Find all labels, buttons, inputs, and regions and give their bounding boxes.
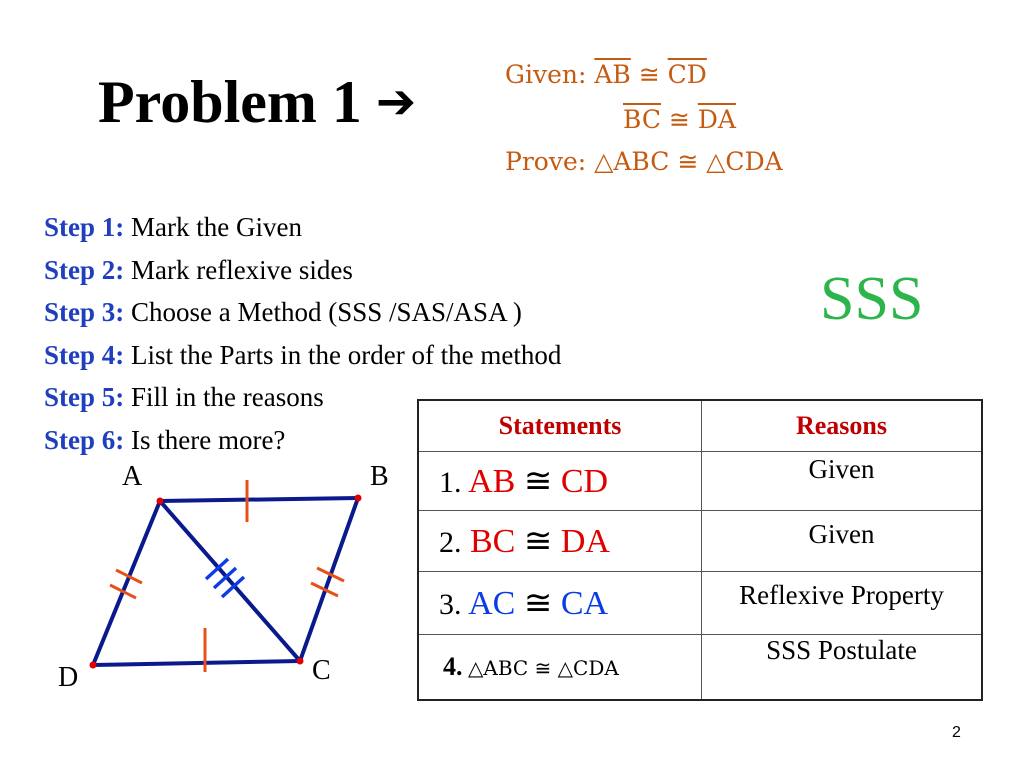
table-row: 1. AB ≅ CD Given: [417, 451, 983, 511]
method-label: SSS: [820, 265, 924, 333]
statement-cell: 2. BC ≅ DA: [417, 510, 702, 572]
label-a: A: [122, 461, 143, 492]
statement-cell: 3. AC ≅ CA: [417, 571, 702, 635]
statement-cell: 4. △ABC ≅ △CDA: [417, 634, 702, 701]
reason-cell: Given: [701, 510, 983, 572]
given-seg-bc: BC: [623, 105, 661, 134]
step-4: Step 4: List the Parts in the order of t…: [44, 339, 562, 370]
given-seg-da: DA: [697, 105, 736, 134]
tick-mark-ac-2: [212, 566, 238, 590]
vertex-c: [296, 657, 304, 665]
tick-mark-da-1: [109, 583, 137, 600]
table-header-row: Statements Reasons: [417, 399, 983, 452]
tick-mark-ac-1: [204, 557, 230, 581]
table-row: 3. AC ≅ CA Reflexive Property: [417, 571, 983, 635]
tick-mark-bc-1: [310, 581, 339, 598]
vertex-d: [89, 661, 97, 669]
label-d: D: [58, 662, 78, 693]
proof-table: Statements Reasons 1. AB ≅ CD Given 2. B…: [417, 399, 983, 701]
label-c: C: [312, 655, 331, 686]
reason-cell: SSS Postulate: [701, 634, 983, 701]
slide-title: Problem 1➔: [98, 66, 416, 142]
page-number: 2: [952, 724, 961, 741]
steps-list: Step 1: Mark the Given Step 2: Mark refl…: [44, 206, 561, 461]
step-6: Step 6: Is there more?: [44, 424, 286, 455]
reason-cell: Reflexive Property: [701, 571, 983, 635]
side-cd: [92, 659, 301, 667]
step-1: Step 1: Mark the Given: [44, 212, 302, 242]
side-ab: [159, 496, 359, 503]
step-3: Step 3: Choose a Method (SSS /SAS/ASA ): [44, 297, 522, 327]
step-2: Step 2: Mark reflexive sides: [44, 254, 353, 285]
vertex-b: [354, 494, 362, 502]
header-statements: Statements: [417, 399, 702, 452]
step-5: Step 5: Fill in the reasons: [44, 382, 324, 412]
given-line-1: Given: AB ≅ CD: [505, 57, 707, 93]
side-da: [91, 500, 162, 666]
label-b: B: [370, 461, 389, 492]
tick-mark-da-2: [115, 568, 143, 585]
title-text: Problem 1: [98, 69, 362, 135]
vertex-a: [156, 497, 164, 505]
tick-mark-ac-3: [220, 575, 246, 599]
given-label: Given:: [505, 60, 587, 89]
table-row: 2. BC ≅ DA Given: [417, 510, 983, 572]
side-bc: [298, 497, 360, 662]
given-line-2: BC ≅ DA: [623, 102, 736, 138]
header-reasons: Reasons: [701, 399, 983, 452]
tick-mark-bc-2: [316, 566, 345, 583]
prove-line: Prove: △ABC ≅ △CDA: [505, 144, 783, 180]
given-seg-ab: AB: [594, 60, 631, 89]
prove-label: Prove:: [505, 147, 587, 176]
prove-statement: △ABC ≅ △CDA: [594, 147, 783, 176]
right-arrow-icon: ➔: [375, 74, 417, 130]
congruent-symbol: ≅: [668, 105, 690, 134]
statement-cell: 1. AB ≅ CD: [417, 451, 702, 511]
table-row: 4. △ABC ≅ △CDA SSS Postulate: [417, 634, 983, 701]
reason-cell: Given: [701, 451, 983, 511]
parallelogram-diagram: A B C D: [58, 461, 389, 693]
given-seg-cd: CD: [667, 60, 707, 89]
diagonal-ac: [158, 499, 302, 663]
congruent-symbol: ≅: [638, 60, 660, 89]
